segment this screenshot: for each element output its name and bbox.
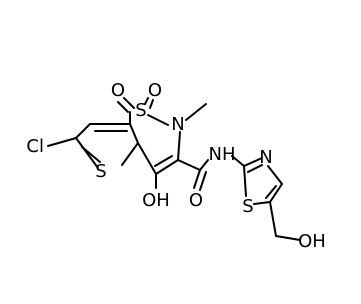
n-methyl-bond (185, 103, 207, 121)
atom-o-sulfonyl-left: O (111, 80, 125, 101)
so-bond-left-a (123, 97, 135, 109)
c3-amide-bond (177, 159, 201, 171)
ch2-oh-bond (275, 235, 301, 241)
amide-cn-bond (199, 159, 209, 171)
thiophene-ring (75, 123, 139, 169)
so-bond-right-a (144, 97, 149, 105)
atom-o-sulfonyl-right: O (148, 80, 162, 101)
atom-s-thiophene: S (95, 161, 106, 182)
atom-nh-amide: NH (209, 144, 236, 165)
cl-bond (47, 137, 77, 147)
atom-n-thiazine: N (171, 114, 184, 135)
amide-co-bond-b (199, 171, 207, 191)
atom-cl: Cl (26, 136, 44, 157)
atom-s-thiazole: S (242, 196, 253, 217)
so-bond-right-b (149, 99, 154, 109)
so-bond-left-b (117, 101, 129, 113)
thiazine-ring (129, 111, 181, 175)
thiazole-ring (243, 157, 283, 205)
amide-co-bond-a (193, 169, 201, 189)
nh-thiazole-bond (231, 155, 245, 167)
ch2-bond (269, 201, 277, 237)
atom-oh-hydroxymethyl: OH (298, 231, 326, 252)
atom-o-amide: O (189, 190, 203, 211)
atom-s-sulfonyl: S (135, 100, 146, 121)
atom-n-thiazole: N (259, 147, 272, 168)
atom-oh-enol: OH (142, 190, 170, 211)
